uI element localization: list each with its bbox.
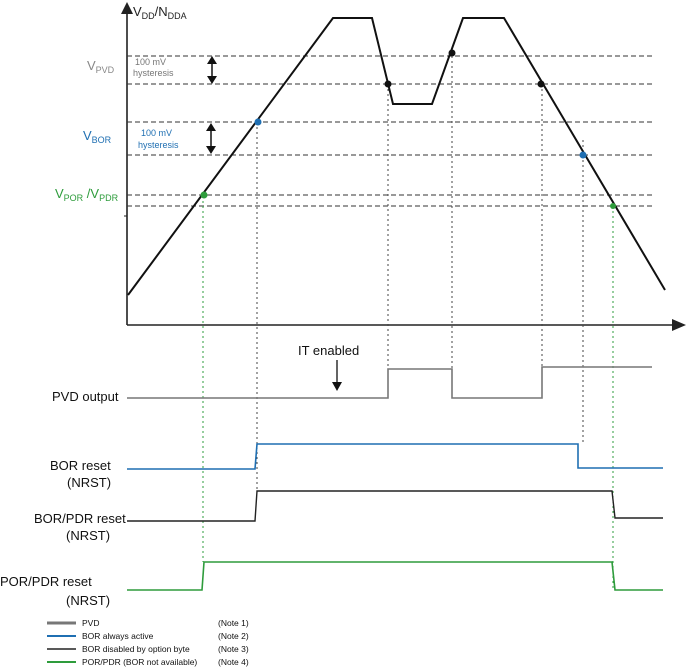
legend: PVD (Note 1) BOR always active (Note 2) …: [47, 618, 249, 667]
por-rise-point: [200, 191, 208, 199]
x-axis-arrow: [672, 319, 686, 331]
threshold-lines: [127, 55, 652, 207]
legend-item-bor-disabled: BOR disabled by option byte (Note 3): [47, 644, 249, 654]
borpdr-reset-signal: [127, 490, 663, 522]
porpdr-reset-label-line1: POR/PDR reset: [0, 574, 92, 589]
vpor-vpdr-label: VPOR /VPDR: [55, 186, 119, 203]
borpdr-reset-label-line1: BOR/PDR reset: [34, 511, 126, 526]
bor-reset-signal: [127, 443, 663, 470]
pvd-hysteresis-text-1: 100 mV: [135, 57, 166, 67]
bor-fall-point: [579, 151, 587, 159]
projection-lines: [202, 56, 614, 590]
pvd-output-label: PVD output: [52, 389, 119, 404]
legend-label-bor-disabled: BOR disabled by option byte: [82, 644, 190, 654]
it-enabled-arrowhead: [332, 382, 342, 391]
bor-hysteresis-arrow: [206, 123, 216, 154]
pvd-fall2-point: [537, 80, 545, 88]
bor-reset-label-line1: BOR reset: [50, 458, 111, 473]
legend-label-por-pdr: POR/PDR (BOR not available): [82, 657, 197, 667]
it-enabled-label: IT enabled: [298, 343, 359, 358]
legend-item-pvd: PVD (Note 1): [47, 618, 249, 628]
legend-note-1: (Note 1): [218, 618, 249, 628]
legend-label-pvd: PVD: [82, 618, 99, 628]
bor-rise-point: [254, 118, 262, 126]
legend-label-bor-always: BOR always active: [82, 631, 154, 641]
bor-hysteresis-text-1: 100 mV: [141, 128, 172, 138]
pvd-hysteresis-arrow: [207, 56, 217, 84]
bor-hysteresis-text-2: hysteresis: [138, 140, 179, 150]
y-axis-arrow: [121, 2, 133, 14]
pvd-output-signal: [127, 366, 652, 399]
legend-item-por-pdr: POR/PDR (BOR not available) (Note 4): [47, 657, 249, 667]
vbor-label: VBOR: [83, 128, 112, 145]
pvd-fall-point: [384, 80, 392, 88]
bor-reset-label-line2: (NRST): [67, 475, 111, 490]
pvd-rise2-point: [448, 49, 456, 57]
legend-item-bor-always: BOR always active (Note 2): [47, 631, 249, 641]
porpdr-reset-signal: [127, 561, 663, 591]
supply-voltage-waveform: [127, 17, 666, 296]
y-axis-label: VDD/NDDA: [133, 4, 187, 21]
legend-note-3: (Note 3): [218, 644, 249, 654]
pvd-hysteresis-text-2: hysteresis: [133, 68, 174, 78]
vpvd-label: VPVD: [87, 58, 115, 75]
legend-note-2: (Note 2): [218, 631, 249, 641]
borpdr-reset-label-line2: (NRST): [66, 528, 110, 543]
por-fall-point: [610, 203, 616, 209]
porpdr-reset-label-line2: (NRST): [66, 593, 110, 608]
legend-note-4: (Note 4): [218, 657, 249, 667]
